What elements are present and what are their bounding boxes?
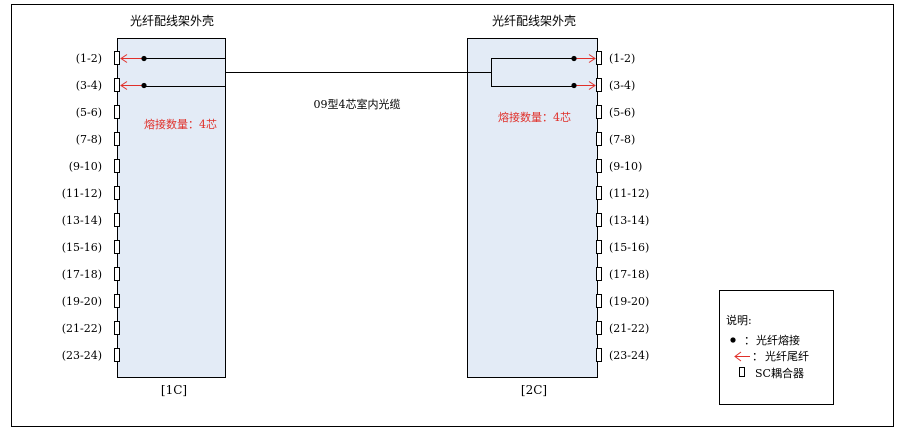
right-port-label: (15-16)	[609, 241, 649, 254]
left-port-label: (23-24)	[62, 349, 102, 362]
right-sc-coupler	[596, 267, 602, 281]
outer-border	[11, 4, 894, 427]
right-frame-box	[467, 38, 598, 378]
left-port-label: (17-18)	[62, 268, 102, 281]
right-frame-bottom-label: [2C]	[521, 383, 547, 397]
legend-sep: ：	[752, 350, 763, 363]
left-sc-coupler	[114, 267, 120, 281]
right-frame-splice-count: 熔接数量：4芯	[498, 110, 571, 124]
right-port-label: (3-4)	[609, 79, 635, 92]
right-port-label: (5-6)	[609, 106, 635, 119]
right-frame: 光纤配线架外壳 熔接数量：4芯 [2C] (1-2) (3-4) (5-6) (7-8…	[467, 14, 649, 397]
sc-coupler-icon	[739, 367, 745, 377]
legend: 说明: ： 光纤熔接 ： 光纤尾纤 SC耦合器	[719, 290, 834, 405]
right-sc-coupler	[596, 159, 602, 173]
left-sc-coupler	[114, 213, 120, 227]
left-port-label: (3-4)	[76, 79, 102, 92]
left-sc-coupler	[114, 78, 120, 92]
left-pigtail-arrowhead	[120, 81, 128, 90]
left-sc-coupler	[114, 294, 120, 308]
left-sc-coupler	[114, 348, 120, 362]
right-pigtail-arrowhead	[588, 54, 596, 63]
right-sc-coupler	[596, 105, 602, 119]
right-splice-bracket	[491, 58, 574, 87]
right-port-label: (9-10)	[609, 160, 642, 173]
right-port-label: (7-8)	[609, 133, 635, 146]
left-frame-title: 光纤配线架外壳	[130, 14, 214, 28]
right-sc-coupler	[596, 294, 602, 308]
left-port-label: (21-22)	[62, 322, 102, 335]
left-port-label: (1-2)	[76, 52, 102, 65]
right-sc-coupler	[596, 213, 602, 227]
left-frame-bottom-label: [1C]	[161, 383, 187, 397]
legend-box	[719, 290, 834, 405]
fiber-cable: 09型4芯室内光缆	[144, 58, 574, 111]
left-sc-coupler	[114, 105, 120, 119]
right-sc-coupler	[596, 321, 602, 335]
right-port-label: (23-24)	[609, 349, 649, 362]
legend-label-coupler: SC耦合器	[755, 366, 804, 380]
right-sc-coupler	[596, 78, 602, 92]
left-port-label: (15-16)	[62, 241, 102, 254]
legend-sep: ：	[744, 334, 755, 347]
right-port-label: (19-20)	[609, 295, 649, 308]
left-frame: 光纤配线架外壳 熔接数量：4芯 [1C] (1-2) (3-4) (5-6) (7-8…	[62, 14, 226, 397]
right-port-label: (13-14)	[609, 214, 649, 227]
left-port-label: (13-14)	[62, 214, 102, 227]
right-pigtail-arrowhead	[588, 81, 596, 90]
left-port-label: (11-12)	[62, 187, 102, 200]
left-sc-coupler	[114, 159, 120, 173]
right-splice-dot	[571, 82, 577, 89]
right-sc-coupler	[596, 51, 602, 65]
left-sc-coupler	[114, 240, 120, 254]
right-port-label: (17-18)	[609, 268, 649, 281]
right-sc-coupler	[596, 132, 602, 146]
legend-label-splice: 光纤熔接	[756, 333, 800, 347]
right-sc-coupler	[596, 240, 602, 254]
left-sc-coupler	[114, 321, 120, 335]
cable-label: 09型4芯室内光缆	[314, 97, 401, 111]
right-port-label: (21-22)	[609, 322, 649, 335]
right-port-column: (1-2) (3-4) (5-6) (7-8) (9-10) (11-12) (13-14)…	[571, 51, 649, 362]
left-port-column: (1-2) (3-4) (5-6) (7-8) (9-10) (11-12) (13-14)…	[62, 51, 147, 362]
right-sc-coupler	[596, 348, 602, 362]
left-port-label: (5-6)	[76, 106, 102, 119]
left-port-label: (7-8)	[76, 133, 102, 146]
legend-title: 说明:	[726, 313, 752, 327]
left-sc-coupler	[114, 51, 120, 65]
left-sc-coupler	[114, 132, 120, 146]
splice-dot-icon	[730, 337, 736, 343]
left-splice-dot	[141, 82, 147, 89]
pigtail-arrow-icon	[734, 351, 750, 362]
left-port-label: (9-10)	[69, 160, 102, 173]
right-port-label: (1-2)	[609, 52, 635, 65]
right-sc-coupler	[596, 186, 602, 200]
right-frame-title: 光纤配线架外壳	[492, 14, 576, 28]
left-sc-coupler	[114, 186, 120, 200]
left-port-label: (19-20)	[62, 295, 102, 308]
left-frame-box	[117, 38, 226, 378]
left-frame-splice-count: 熔接数量：4芯	[144, 117, 217, 131]
left-pigtail-arrowhead	[120, 54, 128, 63]
legend-label-pigtail: 光纤尾纤	[765, 349, 809, 363]
right-port-label: (11-12)	[609, 187, 649, 200]
